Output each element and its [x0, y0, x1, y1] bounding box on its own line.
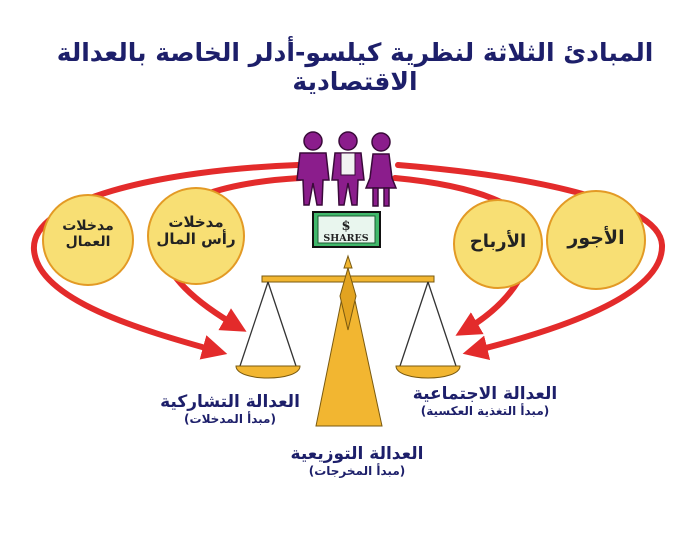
- distributive-justice-subtitle: (مبدأ المخرجات): [308, 464, 406, 478]
- participatory-justice-title: العدالة التشاركية: [160, 392, 300, 412]
- distributive-justice-label: العدالة التوزيعية (مبدأ المخرجات): [272, 444, 442, 478]
- participatory-justice-label: العدالة التشاركية (مبدأ المدخلات): [150, 392, 310, 426]
- scale-pillar: [315, 267, 383, 427]
- circle-label-line: مدخلات: [62, 218, 114, 234]
- distributive-justice-title: العدالة التوزيعية: [290, 444, 424, 464]
- left-pan: [235, 365, 301, 379]
- circle-label-profits: الأرباح: [456, 231, 540, 253]
- right-pan: [395, 365, 461, 379]
- circle-label-capital-input: مدخلات رأس المال: [150, 213, 242, 249]
- circle-profits: [453, 199, 543, 289]
- page-title: المبادئ الثلاثة لنظرية كيلسو-أدلر الخاصة…: [56, 38, 654, 96]
- shares-sign-icon: [312, 211, 381, 248]
- social-justice-title: العدالة الاجتماعية: [412, 384, 558, 404]
- shares-sign-text: SHARES: [323, 233, 368, 244]
- balance-scale-icon: [235, 254, 461, 427]
- circle-label-line: العمال: [65, 234, 111, 251]
- circle-label-line: الأرباح: [469, 231, 527, 252]
- circle-label-line: رأس المال: [156, 230, 236, 249]
- people-icon: [296, 131, 398, 207]
- circle-labor-input: [42, 194, 134, 286]
- arrow-labor-input: [30, 162, 301, 360]
- participatory-justice-subtitle: (مبدأ المدخلات): [184, 412, 276, 426]
- circle-label-wages: الأجور: [550, 227, 642, 250]
- arrow-wages: [395, 162, 666, 361]
- circle-label-line: مدخلات: [168, 213, 224, 231]
- social-justice-subtitle: (مبدأ التغذية العكسية): [420, 404, 550, 418]
- social-justice-label: العدالة الاجتماعية (مبدأ التغذية العكسية…: [400, 384, 570, 418]
- circle-capital-input: [147, 187, 245, 285]
- circle-wages: [546, 190, 646, 290]
- shares-dollar-symbol: $: [341, 219, 350, 234]
- circle-label-labor-input: مدخلات العمال: [48, 218, 128, 250]
- circle-label-line: الأجور: [567, 227, 625, 249]
